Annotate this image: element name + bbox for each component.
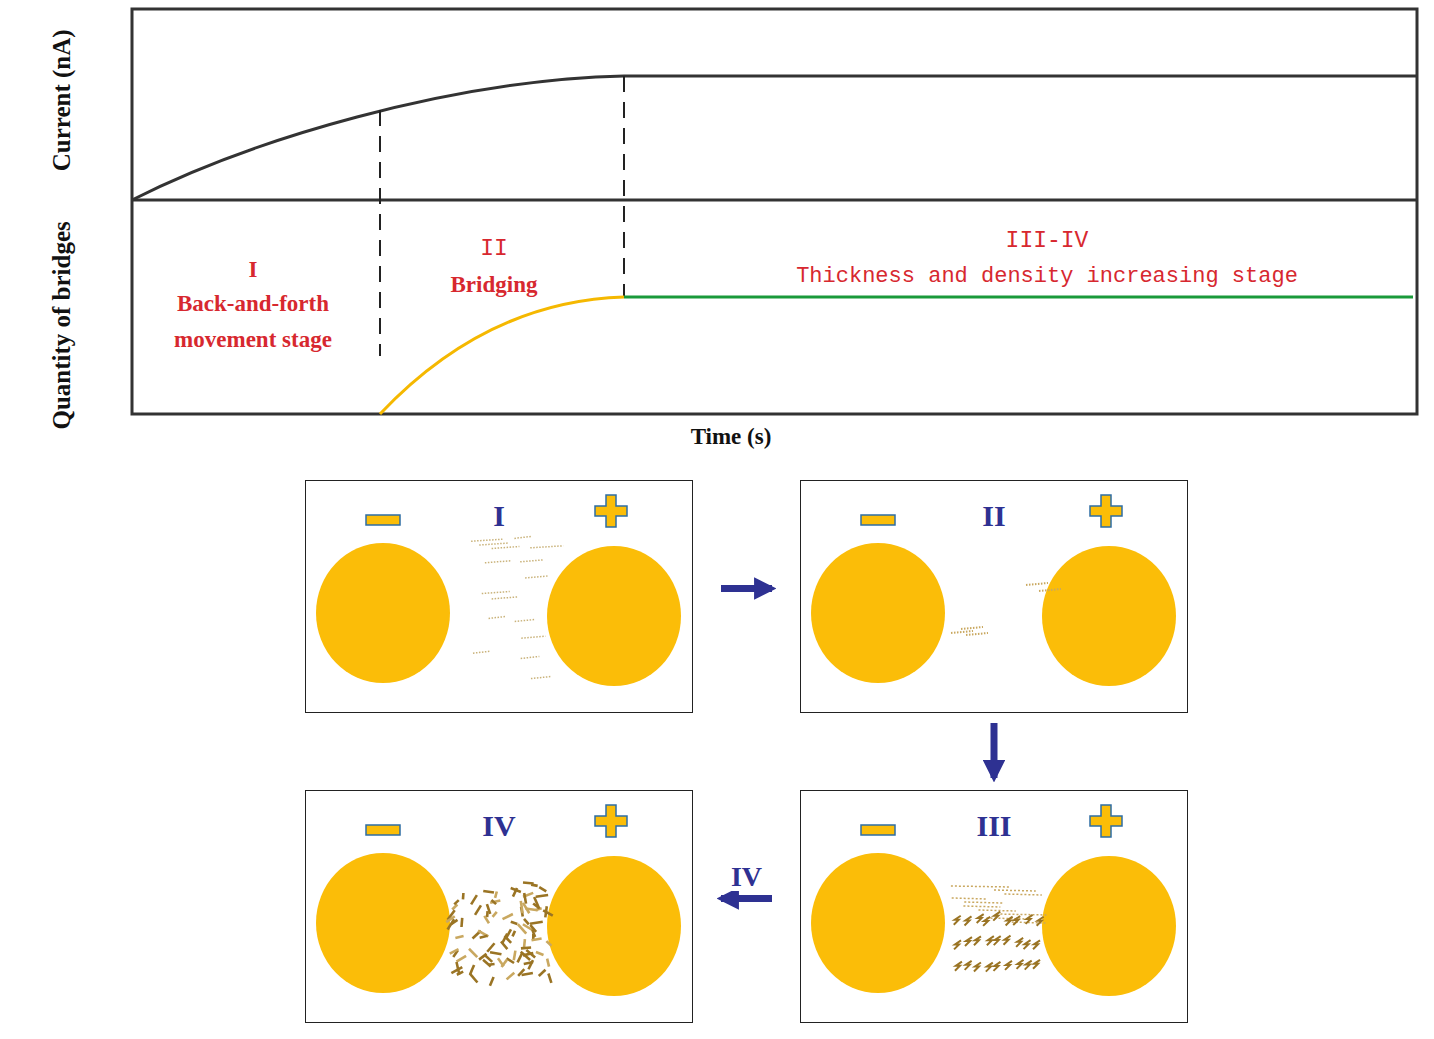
electrode <box>1042 546 1176 686</box>
plus-symbol <box>1090 495 1122 527</box>
stage-number: III-IV <box>1006 228 1089 254</box>
bridge-curve <box>380 297 624 414</box>
stage-divider <box>379 110 381 356</box>
minus-symbol <box>861 825 895 835</box>
stage-name: Bridging <box>451 272 538 298</box>
arrow-label: IV <box>729 863 764 891</box>
minus-symbol <box>366 825 400 835</box>
particles <box>951 886 1048 972</box>
electrode <box>316 543 450 683</box>
stage-number: II <box>801 499 1187 533</box>
particles <box>446 882 553 985</box>
axis-title: Current (nA) <box>48 29 77 171</box>
plot-border <box>132 9 1417 414</box>
electrode <box>547 546 681 686</box>
stage-panel: IV <box>305 790 693 1023</box>
stage-number: I <box>249 257 258 283</box>
particles <box>471 536 563 678</box>
stage-panel: II <box>800 480 1188 713</box>
stage-number: II <box>480 236 508 262</box>
stage-name: Thickness and density increasing stage <box>796 264 1298 289</box>
particles <box>951 583 1061 635</box>
minus-symbol <box>366 515 400 525</box>
panel-divider <box>132 199 1417 202</box>
stage-number: IV <box>306 809 692 843</box>
electrode <box>1042 856 1176 996</box>
stage-panel: III <box>800 790 1188 1023</box>
electrode <box>811 543 945 683</box>
electrode <box>547 856 681 996</box>
flow-arrow <box>721 895 772 902</box>
electrode <box>316 853 450 993</box>
minus-symbol <box>861 515 895 525</box>
axis-title: Time (s) <box>691 424 772 450</box>
flow-arrow <box>721 585 772 592</box>
stage-name: Back-and-forth movement stage <box>148 286 358 358</box>
plus-symbol <box>595 495 627 527</box>
stage-number: III <box>801 809 1187 843</box>
current-curve <box>132 76 1417 200</box>
axis-title: Quantity of bridges <box>48 221 77 429</box>
flow-arrow <box>991 723 998 778</box>
plus-symbol <box>595 805 627 837</box>
stage-number: I <box>306 499 692 533</box>
stage-panel: I <box>305 480 693 713</box>
plus-symbol <box>1090 805 1122 837</box>
bridge-plateau <box>624 296 1413 299</box>
electrode <box>811 853 945 993</box>
stage-divider <box>623 76 625 297</box>
